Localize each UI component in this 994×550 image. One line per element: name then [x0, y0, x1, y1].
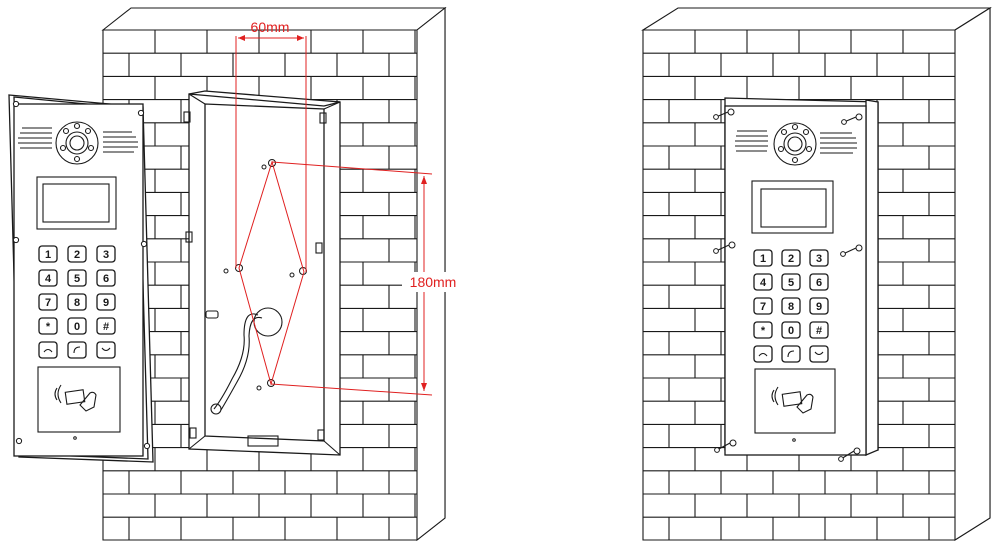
- wall-plug: [205, 310, 219, 319]
- keypad-key: [809, 297, 829, 315]
- keypad-key: [38, 245, 58, 263]
- keypad-key-label: 6: [816, 277, 822, 289]
- keypad-key-label: 5: [788, 277, 794, 289]
- lcd-display: [751, 180, 834, 234]
- keypad-key-label: 7: [45, 297, 51, 309]
- keypad-key: [38, 269, 58, 287]
- keypad-key: [809, 249, 829, 267]
- phone-key-icon: [781, 345, 801, 363]
- keypad-key: [38, 293, 58, 311]
- keypad-key-label: 1: [45, 249, 51, 261]
- camera-lens-icon: [773, 122, 817, 166]
- screw-icon: [855, 244, 863, 252]
- keypad-key: [753, 321, 773, 339]
- keypad-key-label: 2: [788, 253, 794, 265]
- indicator-dot: [792, 438, 796, 442]
- screw-icon: [853, 447, 861, 455]
- keypad-key: [753, 297, 773, 315]
- keypad-key-label: 8: [788, 301, 794, 313]
- keypad-key-label: 0: [74, 321, 80, 333]
- keypad-key: [67, 245, 87, 263]
- keypad-key-label: 7: [760, 301, 766, 313]
- keypad-key: [67, 317, 87, 335]
- dimension-vertical-label: 180mm: [410, 274, 457, 290]
- keypad-key-label: 1: [760, 253, 766, 265]
- keypad-key: [67, 269, 87, 287]
- keypad-key: [753, 273, 773, 291]
- keypad-left: 1 2 3 4 5 6 7 8 9 * 0 #: [38, 245, 116, 359]
- screw-icon: [855, 113, 863, 121]
- screw-icon: [728, 241, 736, 249]
- keypad-key: [781, 249, 801, 267]
- keypad-key: [781, 273, 801, 291]
- lcd-display: [36, 176, 117, 230]
- speaker-grille-icon: [18, 127, 138, 153]
- screw-icon: [727, 108, 735, 116]
- keypad-key: [96, 245, 116, 263]
- keypad-key: [96, 269, 116, 287]
- keypad-key-label: #: [103, 321, 109, 333]
- card-reader-icon: [37, 366, 121, 433]
- keypad-key-label: 2: [74, 249, 80, 261]
- keypad-key-label: #: [816, 325, 822, 337]
- keypad-key-label: 0: [788, 325, 794, 337]
- mounted-unit-right: 1 2 3 4 5 6 7 8 9 * 0 #: [724, 97, 879, 456]
- speaker-grille-icon: [735, 130, 857, 154]
- keypad-key-label: 9: [816, 301, 822, 313]
- keypad-key-label: *: [46, 321, 51, 333]
- keypad-key-label: 4: [760, 277, 767, 289]
- keypad-key: [781, 297, 801, 315]
- panel-screw-holes: [12, 100, 151, 450]
- screw-icon: [729, 439, 737, 447]
- keypad-key: [67, 293, 87, 311]
- dimension-lines: [235, 35, 464, 396]
- camera-lens-icon: [55, 121, 99, 165]
- front-panel-left: 1 2 3 4 5 6 7 8 9 * 0 #: [8, 94, 154, 463]
- keypad-key: [809, 321, 829, 339]
- keypad-key-label: 5: [74, 273, 80, 285]
- keypad-key: [809, 273, 829, 291]
- keypad-key: [96, 293, 116, 311]
- keypad-key: [38, 317, 58, 335]
- right-unit-screws: [713, 108, 863, 462]
- dimension-horizontal-label: 60mm: [251, 19, 290, 35]
- keypad-key-label: 4: [45, 273, 52, 285]
- keypad-key-label: 6: [103, 273, 109, 285]
- phone-key-icon: [67, 341, 87, 359]
- keypad-key: [781, 321, 801, 339]
- keypad-key: [96, 317, 116, 335]
- indicator-dot: [73, 436, 77, 440]
- keypad-right: 1 2 3 4 5 6 7 8 9 * 0 #: [753, 249, 829, 363]
- keypad-key-label: 3: [103, 249, 109, 261]
- keypad-key-label: 3: [816, 253, 822, 265]
- keypad-key: [753, 249, 773, 267]
- keypad-key-label: 9: [103, 297, 109, 309]
- keypad-key-label: 8: [74, 297, 80, 309]
- card-reader-icon: [754, 368, 836, 434]
- keypad-key-label: *: [761, 325, 766, 337]
- back-box: [183, 90, 341, 456]
